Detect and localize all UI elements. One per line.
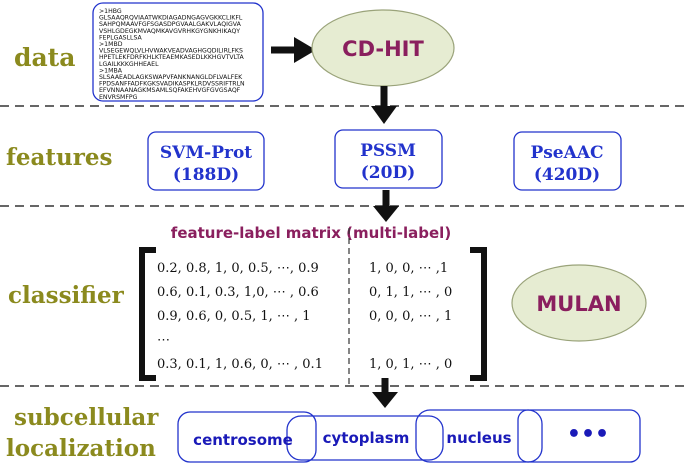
- matrix-right-bracket: [470, 247, 487, 381]
- section-label-features: features: [6, 144, 112, 171]
- matrix-label-row: 0, 1, 1, ⋯ , 0: [369, 285, 452, 300]
- location-centrosome: centrosome: [193, 431, 293, 449]
- sequence-line: VLSEGEWQLVLHVWAKVEADVAGHGQDILIRLFKS: [99, 48, 243, 55]
- matrix-label-row: 1, 0, 0, ⋯ ,1: [369, 261, 448, 276]
- sequence-line: >1HBG: [99, 8, 122, 15]
- arrow-head-data-to-cdhit: [294, 37, 316, 63]
- sequence-line: >1MBA: [99, 67, 123, 74]
- feature-pseaac-dim: (420D): [534, 165, 600, 185]
- section-label-classifier: classifier: [8, 282, 125, 309]
- matrix-feature-row: 0.3, 0.1, 1, 0.6, 0, ⋯ , 0.1: [157, 357, 323, 372]
- location-nucleus: nucleus: [446, 429, 511, 447]
- arrow-head-cdhit-to-features: [371, 106, 397, 124]
- matrix-feature-row: ⋯: [157, 333, 170, 348]
- feature-svm-prot-name: SVM-Prot: [160, 143, 252, 163]
- mulan-label: MULAN: [536, 292, 621, 316]
- feature-pssm-dim: (20D): [361, 163, 416, 183]
- location-box-cytoplasm: [286, 415, 444, 461]
- feature-box-pseaac: [513, 131, 622, 191]
- matrix-feature-row: 0.2, 0.8, 1, 0, 0.5, ⋯, 0.9: [157, 261, 319, 276]
- sequence-lines: >1HBGGLSAAQRQVIAATWKDIAGADNGAGVGKKCLIKFL…: [99, 8, 245, 101]
- sequence-line: FPDSANFFADFKGKSVADIKASPKLRDVSSRIFTRLN: [99, 81, 245, 88]
- arrow-head-features-to-matrix: [373, 206, 399, 222]
- feature-pseaac-name: PseAAC: [530, 143, 603, 163]
- feature-svm-prot-dim: (188D): [173, 165, 239, 185]
- cdhit-label: CD-HIT: [342, 37, 424, 61]
- feature-pssm-name: PSSM: [360, 141, 416, 161]
- feature-box-pssm: [334, 129, 443, 189]
- sequence-line: >1MBD: [99, 41, 123, 48]
- sequence-line: VSHLGDEGKMVAQMKAVGVRHKGYGNKHIKAQY: [99, 28, 240, 35]
- location-box-nucleus: [415, 409, 543, 463]
- sequence-line: ENVRSMFPG: [99, 94, 138, 101]
- sequence-line: SLSAAEADLAGKSWAPVFANKNANGLDFLVALFEK: [99, 74, 243, 81]
- sequence-line: SAHPQMAAVFGFSGASDPGVAALGAKVLAQIGVA: [99, 21, 242, 28]
- arrow-head-matrix-to-localization: [372, 392, 398, 408]
- matrix-label-rows: 1, 0, 0, ⋯ ,1 0, 1, 1, ⋯ , 0 0, 0, 0, ⋯ , …: [369, 261, 452, 372]
- matrix-feature-row: 0.6, 0.1, 0.3, 1,0, ⋯ , 0.6: [157, 285, 319, 300]
- location-more-ellipsis: •••: [567, 422, 609, 447]
- section-label-data: data: [14, 43, 75, 72]
- section-label-subcellular: subcellular: [14, 404, 159, 431]
- matrix-label-row: 0, 0, 0, ⋯ , 1: [369, 309, 452, 324]
- matrix-left-bracket: [139, 247, 156, 381]
- mulan-ellipse: [511, 264, 647, 342]
- sequence-line: GLSAAQRQVIAATWKDIAGADNGAGVGKKCLIKFL: [99, 15, 243, 22]
- matrix-feature-row: 0.9, 0.6, 0, 0.5, 1, ⋯ , 1: [157, 309, 311, 324]
- sequence-line: HPETLEKFDRFKHLKTEAEMKASEDLKKHGVTVLTA: [99, 54, 245, 61]
- matrix-label-row: 1, 0, 1, ⋯ , 0: [369, 357, 452, 372]
- location-box-centrosome: [177, 411, 317, 463]
- location-box-more: [517, 409, 641, 463]
- matrix-title: feature-label matrix (multi-label): [171, 224, 451, 242]
- sequence-line: EFVNNAANAGKMSAMLSQFAKEHVGFGVGSAQF: [99, 87, 241, 94]
- location-cytoplasm: cytoplasm: [323, 429, 410, 447]
- feature-box-svm-prot: [147, 131, 265, 191]
- sequence-line: FEPLGASLLSA: [99, 34, 143, 41]
- sequence-box: [92, 2, 264, 102]
- section-label-localization: localization: [6, 435, 156, 462]
- sequence-line: LGAILKKKGHHEAEL: [99, 61, 159, 68]
- matrix-feature-rows: 0.2, 0.8, 1, 0, 0.5, ⋯, 0.9 0.6, 0.1, 0.3…: [157, 261, 323, 372]
